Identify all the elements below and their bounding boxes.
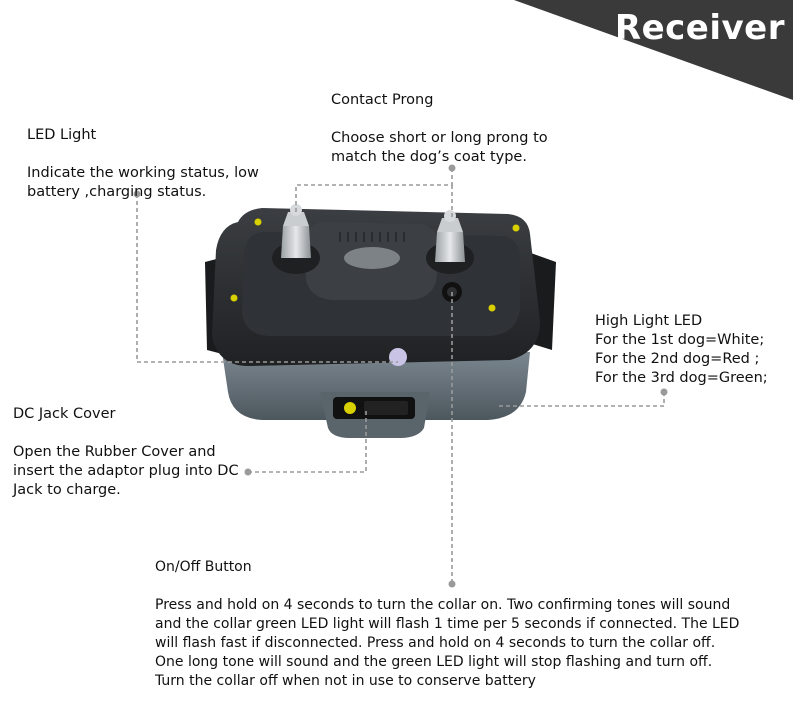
callout-dc-jack-cover: DC Jack Cover Open the Rubber Cover and … <box>13 405 239 500</box>
high-light-led-title: High Light LED <box>595 313 703 329</box>
high-light-led-line: For the 3rd dog=Green; <box>595 370 768 386</box>
onoff-button-line: Press and hold on 4 seconds to turn the … <box>155 597 731 613</box>
dc-jack-cover-line: Jack to charge. <box>13 482 121 498</box>
contact-prong-line: match the dog’s coat type. <box>331 149 527 165</box>
callout-contact-prong: Contact Prong Choose short or long prong… <box>331 91 548 167</box>
led-light-line: battery ,charging status. <box>27 184 207 200</box>
onoff-button-title: On/Off Button <box>155 559 252 575</box>
led-light <box>389 348 407 366</box>
dc-jack-cover-line: insert the adaptor plug into DC <box>13 463 239 479</box>
leader-lines <box>136 168 665 584</box>
led-light-line: Indicate the working status, low <box>27 165 259 181</box>
high-light-led-line: For the 1st dog=White; <box>595 332 765 348</box>
contact-prong-leader <box>295 168 453 212</box>
device-base <box>222 352 530 420</box>
dc-jack-port <box>344 402 356 414</box>
contact-prong-title: Contact Prong <box>331 92 434 108</box>
leader-dots <box>133 164 668 588</box>
vent-grille <box>339 232 405 242</box>
contact-prong-right <box>435 210 465 262</box>
top-oval <box>344 247 400 269</box>
dc-jack-cover-title: DC Jack Cover <box>13 406 116 422</box>
led-light-title: LED Light <box>27 127 97 143</box>
high-light-led-line: For the 2nd dog=Red ; <box>595 351 760 367</box>
callout-onoff-button: On/Off Button Press and hold on 4 second… <box>155 558 739 691</box>
high-light-led-leader <box>498 392 665 407</box>
banner-title: Receiver <box>614 8 785 48</box>
callout-high-light-led: High Light LED For the 1st dog=White; Fo… <box>595 312 768 388</box>
onoff-button-line: One long tone will sound and the green L… <box>155 654 713 670</box>
onoff-button-line: will flash fast if disconnected. Press a… <box>155 635 716 651</box>
receiver-banner <box>514 0 793 100</box>
contact-prong-left <box>281 204 311 258</box>
led-light-leader <box>136 194 398 363</box>
onoff-button-line: and the collar green LED light will flas… <box>155 616 740 632</box>
callout-led-light: LED Light Indicate the working status, l… <box>27 126 259 202</box>
dc-jack-grip <box>364 401 408 415</box>
onoff-button-line: Turn the collar off when not in use to c… <box>155 673 536 689</box>
contact-prong-line: Choose short or long prong to <box>331 130 548 146</box>
dc-jack-cover-line: Open the Rubber Cover and <box>13 444 216 460</box>
banner-shape <box>514 0 793 100</box>
screws <box>230 218 520 312</box>
